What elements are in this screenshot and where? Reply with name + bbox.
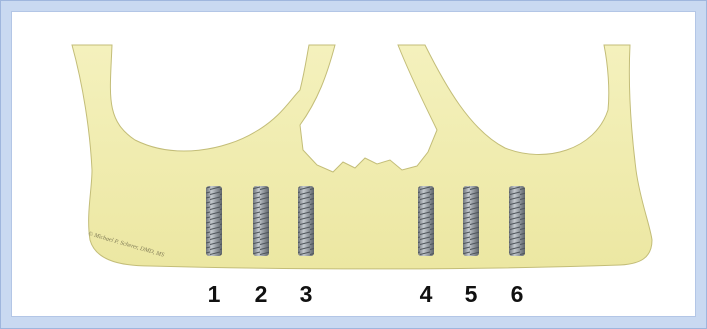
implant-5 — [463, 186, 479, 256]
implant-label-3: 3 — [300, 281, 313, 307]
implant-label-5: 5 — [465, 281, 478, 307]
implant-label-4: 4 — [420, 281, 433, 307]
implant-1 — [206, 186, 222, 256]
implant-label-6: 6 — [511, 281, 524, 307]
implant-2 — [253, 186, 269, 256]
implant-3 — [298, 186, 314, 256]
implant-label-1: 1 — [208, 281, 221, 307]
implant-6 — [509, 186, 525, 256]
mandible-bone — [72, 45, 652, 269]
implant-4 — [418, 186, 434, 256]
implant-label-2: 2 — [255, 281, 268, 307]
